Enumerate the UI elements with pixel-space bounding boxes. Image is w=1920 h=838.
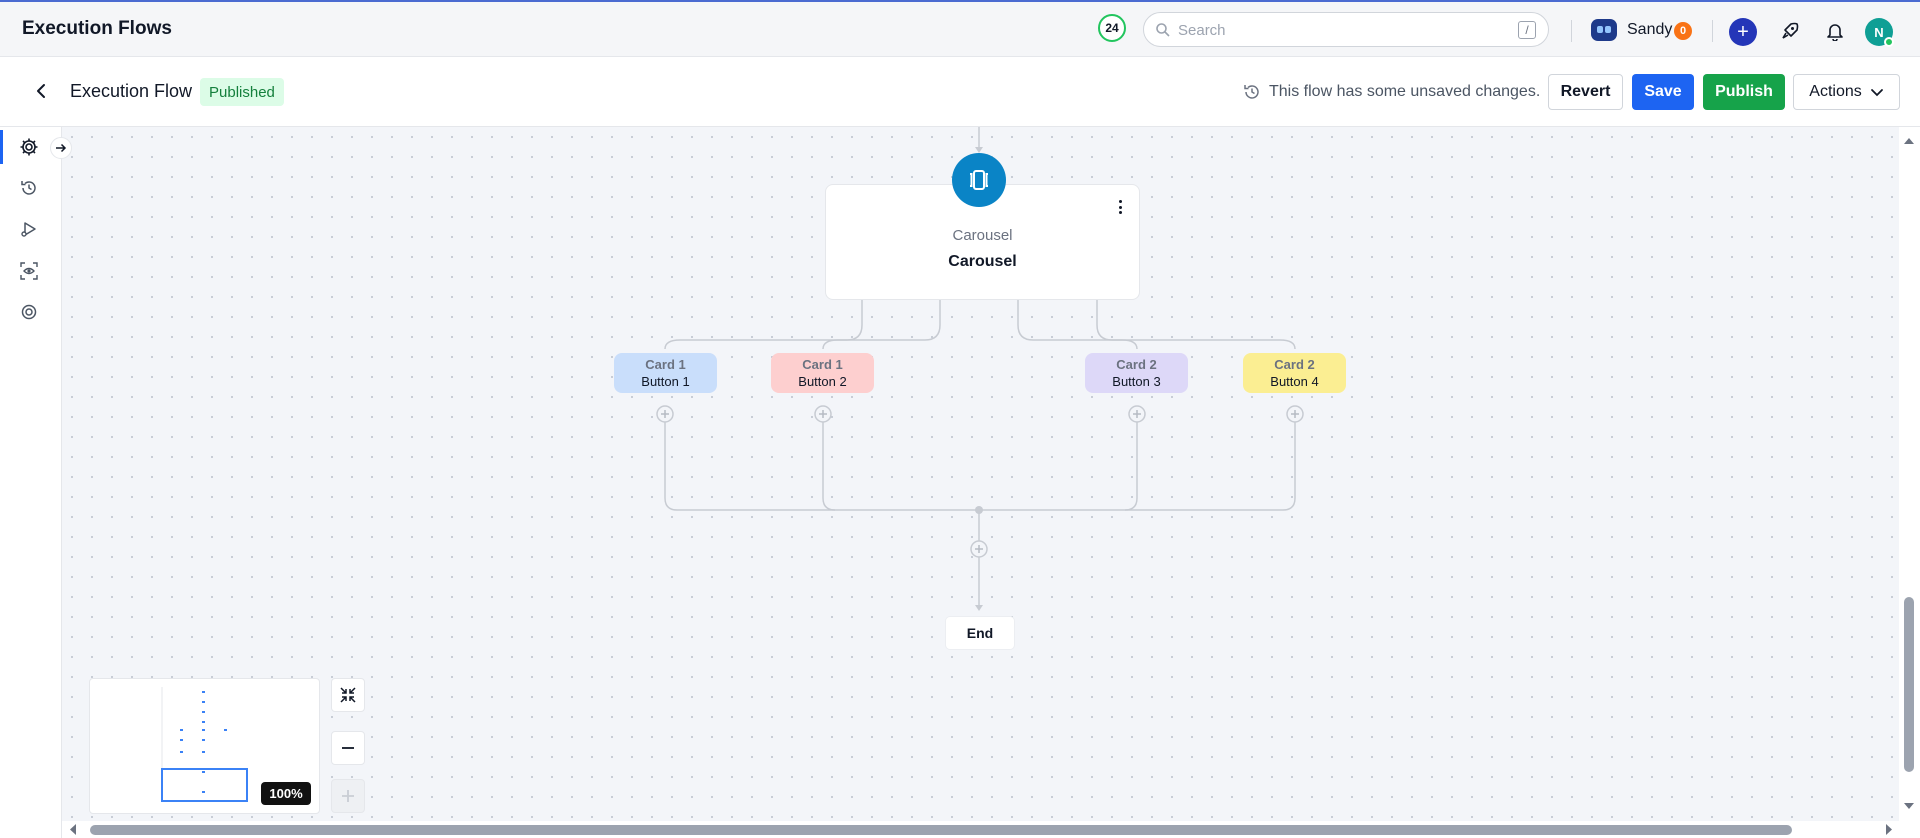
add-step-connector[interactable] [1286,405,1304,423]
carousel-node-icon[interactable] [952,153,1006,207]
left-sidebar [0,127,62,838]
create-button[interactable]: + [1729,18,1757,46]
add-step-connector[interactable] [1128,405,1146,423]
actions-label: Actions [1809,83,1862,100]
vertical-scrollbar[interactable] [1899,127,1920,821]
back-button[interactable] [30,79,54,103]
card-label: Card 2 [1116,357,1157,372]
bell-icon[interactable] [1822,18,1848,44]
save-button[interactable]: Save [1632,74,1694,110]
avatar-initial: N [1874,24,1884,40]
button-label: Button 3 [1112,374,1161,389]
flow-canvas[interactable]: Carousel Carousel Card 1 Button 1 Card 1… [62,127,1899,821]
add-step-connector[interactable] [970,540,988,558]
revert-button[interactable]: Revert [1548,74,1623,110]
actions-dropdown[interactable]: Actions [1793,74,1900,110]
add-step-connector[interactable] [656,405,674,423]
divider [1571,20,1572,42]
carousel-button-node[interactable]: Card 1 Button 2 [771,353,874,393]
button-label: Button 2 [798,374,847,389]
scroll-arrows [1904,138,1914,809]
target-icon[interactable] [18,301,40,323]
divider [1712,20,1713,42]
app-title: Execution Flows [22,18,172,39]
fit-view-button[interactable] [331,678,365,712]
search-shortcut-key: / [1518,21,1536,39]
arrow-right-icon [56,143,67,153]
zoom-level: 100% [261,782,311,805]
button-label: Button 1 [641,374,690,389]
add-step-connector[interactable] [814,405,832,423]
horizontal-scrollbar[interactable] [62,821,1899,838]
flow-connectors [656,127,1304,611]
bot-icon[interactable] [1591,19,1617,41]
active-indicator [0,130,3,164]
expand-sidebar-button[interactable] [50,137,72,159]
card-label: Card 1 [645,357,686,372]
top-bar: Execution Flows 24 Search / Sandy 0 + N [0,0,1920,57]
minimap-preview [161,687,227,793]
flow-header: Execution Flow Published This flow has s… [0,57,1920,127]
publish-button[interactable]: Publish [1703,74,1785,110]
scroll-arrows [70,824,1892,835]
minus-icon [342,747,354,749]
user-name[interactable]: Sandy [1627,21,1673,38]
online-status-dot [1884,37,1894,47]
flow-title: Execution Flow [70,81,193,101]
zoom-out-button[interactable] [331,731,365,765]
carousel-button-node[interactable]: Card 2 Button 4 [1243,353,1346,393]
avatar[interactable]: N [1865,18,1894,47]
unsaved-changes-notice: This flow has some unsaved changes. [1243,83,1540,101]
user-badge: 0 [1674,22,1692,40]
search-placeholder: Search [1178,22,1226,39]
card-label: Card 1 [802,357,843,372]
button-label: Button 4 [1270,374,1319,389]
chevron-left-icon [37,84,45,98]
zoom-in-button[interactable] [331,779,365,813]
horizontal-scroll-thumb[interactable] [90,825,1792,835]
chevron-down-icon [1870,89,1883,97]
end-node[interactable]: End [946,617,1014,649]
plus-icon [342,790,354,802]
carousel-button-node[interactable]: Card 1 Button 1 [614,353,717,393]
status-badge: Published [200,78,284,106]
minimap-viewport[interactable] [161,768,248,802]
carousel-button-node[interactable]: Card 2 Button 3 [1085,353,1188,393]
node-name: Carousel [948,253,1017,270]
card-label: Card 2 [1274,357,1315,372]
history-icon [1244,85,1259,99]
node-menu-icon[interactable] [1113,198,1127,216]
unsaved-message: This flow has some unsaved changes. [1269,83,1541,100]
vertical-scroll-thumb[interactable] [1904,597,1914,772]
preview-eye-icon[interactable] [18,260,40,282]
settings-gear-icon[interactable] [18,136,40,158]
notification-count-badge[interactable]: 24 [1098,14,1126,42]
history-icon[interactable] [18,177,40,199]
node-type: Carousel [952,227,1013,244]
search-input[interactable]: Search / [1143,12,1549,47]
rocket-icon[interactable] [1777,18,1803,44]
search-icon [1156,23,1170,37]
collapse-icon [340,687,356,703]
flow-play-icon[interactable] [18,218,40,240]
